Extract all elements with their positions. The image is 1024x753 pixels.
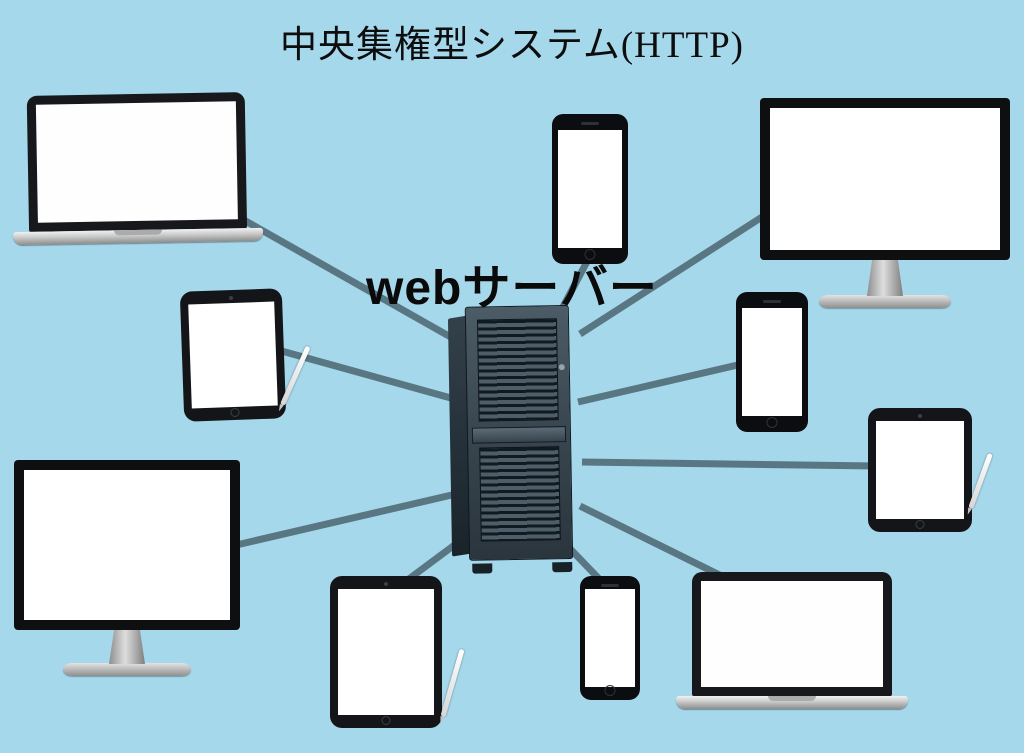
connection-line-monitor-top-right [578, 205, 778, 337]
tablet-left-icon [179, 288, 311, 422]
phone-speaker [763, 300, 781, 303]
tablet-home-button [381, 716, 391, 725]
laptop-base [676, 696, 908, 709]
phone-home-button [604, 685, 616, 696]
laptop-screen [26, 92, 248, 232]
server-power-button [558, 364, 565, 371]
phone-display [558, 130, 622, 248]
server-label: webサーバー [366, 262, 658, 315]
phone-display [585, 589, 635, 687]
monitor-screen [760, 98, 1010, 260]
monitor-stand [109, 630, 145, 664]
web-server-tower-icon [447, 304, 577, 574]
tablet-home-button [230, 407, 240, 418]
phone-home-button [584, 249, 596, 260]
monitor-display [770, 108, 1000, 250]
connection-line-tablet-right [581, 458, 877, 470]
connection-line-smartphone-right [577, 360, 743, 406]
monitor-base [63, 663, 191, 676]
connection-line-tablet-left [277, 346, 459, 404]
laptop-display [701, 581, 883, 687]
monitor-display [24, 470, 230, 620]
tablet-camera [228, 295, 234, 301]
server-foot [552, 561, 573, 573]
laptop-bottom-right-icon [676, 572, 908, 709]
monitor-top-right-icon [760, 98, 1010, 308]
phone-speaker [581, 122, 599, 125]
tablet-bottom-center-icon [330, 576, 465, 728]
laptop-top-left-icon [13, 92, 264, 246]
server-front-panel [464, 304, 574, 561]
connection-line-laptop-top-left [233, 211, 472, 352]
tablet-home-button [915, 520, 925, 529]
server-mid-band [471, 426, 567, 444]
monitor-stand [867, 260, 903, 296]
phone-home-button [766, 417, 778, 428]
laptop-display [35, 101, 238, 223]
tablet-display [876, 421, 964, 519]
server-vents-top [476, 318, 559, 422]
laptop-screen [692, 572, 892, 696]
connection-line-monitor-bottom-left [231, 490, 457, 550]
tablet-right-icon [868, 408, 993, 532]
phone-speaker [601, 584, 619, 587]
tablet-display [188, 301, 278, 409]
smartphone-right-icon [736, 292, 808, 432]
tablet-camera [918, 414, 922, 418]
page-title: 中央集権型システム(HTTP) [279, 25, 745, 66]
phone-display [742, 308, 802, 416]
tablet-camera [384, 582, 388, 586]
smartphone-bottom-center-icon [580, 576, 640, 700]
monitor-screen [14, 460, 240, 630]
tablet-display [338, 589, 434, 715]
server-foot [472, 563, 493, 574]
smartphone-top-center-icon [552, 114, 628, 264]
server-vents-bottom [479, 446, 561, 542]
monitor-bottom-left-icon [14, 460, 240, 676]
monitor-base [819, 295, 951, 308]
